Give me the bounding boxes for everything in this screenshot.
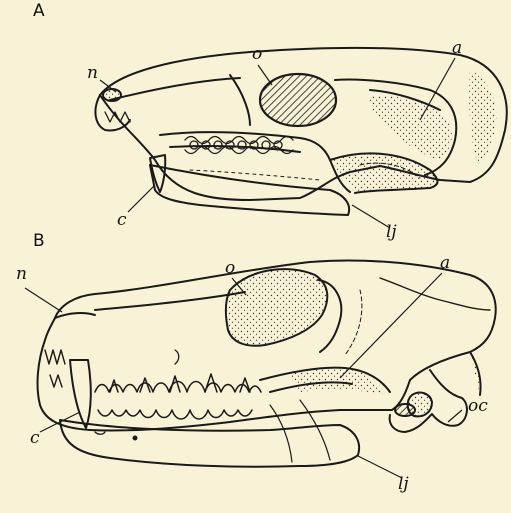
panel-b-label: B [33,233,45,250]
skull-b [38,261,496,467]
label-a-nasal: n [87,65,98,82]
label-a-arch: a [452,40,462,57]
skull-b-nasal [55,313,95,318]
panel-a-label: A [33,3,45,20]
skull-b-orbit [226,269,327,346]
skull-b-teeth [95,374,261,419]
skull-a-jaw [150,165,349,215]
label-b-occipital: oc [468,398,488,415]
leader-a-lj [352,205,390,228]
label-b-nasal: n [16,266,27,283]
label-a-canine: c [117,212,127,229]
skull-a-orbit [260,74,336,126]
leader-a-o [258,65,272,85]
leader-b-oc [448,410,462,422]
skull-a [95,48,506,215]
leader-b-lj [358,456,402,478]
label-b-jaw: lj [398,476,409,493]
label-a-jaw: lj [386,224,397,241]
label-b-canine: c [30,430,40,447]
leader-b-n [25,288,62,312]
label-b-orbit: o [225,260,235,277]
leader-a-c [128,185,155,212]
label-a-orbit: o [252,46,262,63]
leader-b-a [340,273,442,378]
skull-a-canine [150,155,165,192]
skull-b-canine [70,360,91,428]
label-b-arch: a [440,255,450,272]
skull-a-nasal [103,89,121,101]
skull-b-jaw [60,420,359,467]
